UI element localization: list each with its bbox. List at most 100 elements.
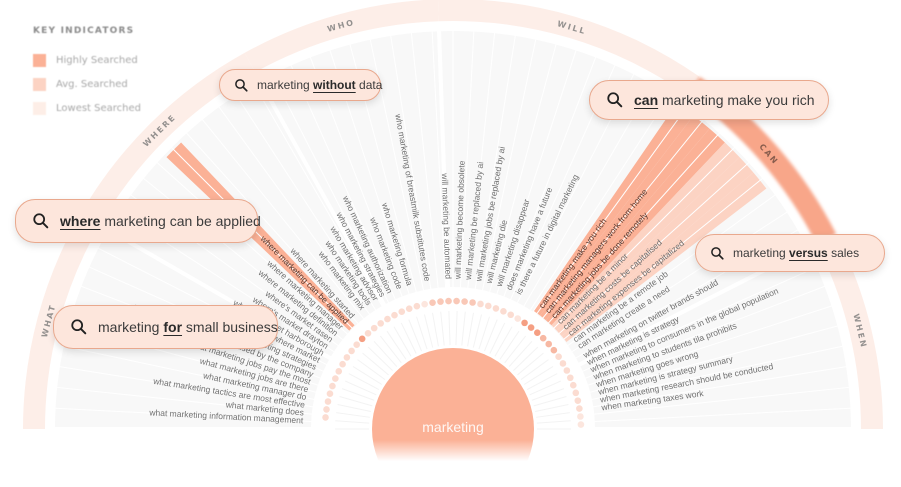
spoke-divider: [534, 105, 689, 317]
halo-line: [472, 314, 483, 348]
volume-dot: [539, 334, 547, 342]
legend-item-low: Lowest Searched: [33, 96, 141, 120]
pill-text-after: small business: [182, 319, 278, 335]
search-pill-where[interactable]: where marketing can be applied: [15, 199, 261, 243]
spoke-divider: [546, 131, 722, 326]
spoke-divider: [459, 29, 475, 290]
halo-line: [362, 352, 389, 376]
volume-dot: [577, 413, 584, 420]
volume-dot: [576, 405, 583, 412]
volume-dot: [437, 298, 444, 305]
volume-dot: [421, 300, 428, 308]
spoke-divider: [61, 345, 317, 401]
pill-text-after: marketing can be applied: [100, 213, 261, 229]
volume-dot: [405, 305, 413, 313]
pill-keyword: for: [163, 319, 183, 335]
category-ring-will[interactable]: [438, 0, 700, 95]
volume-dot: [469, 299, 476, 306]
halo-line: [494, 326, 513, 357]
category-ring-when[interactable]: [816, 233, 883, 429]
volume-dot: [555, 353, 562, 360]
legend-swatch-avg: [33, 77, 46, 91]
pill-text-before: marketing: [257, 78, 314, 92]
spoke-divider: [410, 31, 439, 290]
search-icon: [235, 78, 248, 92]
search-pill-can[interactable]: can marketing make you rich: [589, 80, 829, 120]
spoke-divider: [389, 33, 432, 291]
halo-line: [336, 412, 370, 418]
halo-line: [393, 326, 412, 357]
spoke-query[interactable]: will marketing become obsolete: [452, 160, 466, 280]
halo-line: [461, 311, 466, 346]
search-icon: [33, 213, 49, 229]
legend-label: Avg. Searched: [56, 78, 128, 90]
search-icon: [711, 246, 724, 260]
legend-swatch-low: [33, 101, 46, 115]
halo-line: [533, 395, 567, 407]
volume-dot: [492, 305, 500, 312]
spoke-divider: [184, 131, 360, 326]
volume-dot: [550, 346, 558, 354]
spoke-divider: [488, 42, 558, 294]
volume-dot: [563, 367, 571, 374]
category-ring-what[interactable]: [23, 214, 100, 429]
halo-line: [367, 346, 393, 372]
volume-dot: [339, 360, 346, 368]
volume-dot: [326, 390, 334, 398]
spoke-query[interactable]: will marketing be automated: [440, 172, 454, 279]
volume-dot: [569, 381, 577, 389]
volume-dot: [353, 341, 360, 348]
legend-title: KEY INDICATORS: [33, 26, 135, 36]
volume-dot: [323, 406, 330, 413]
category-ring-where[interactable]: [80, 52, 256, 225]
volume-dot: [391, 311, 398, 319]
volume-dot: [429, 299, 436, 306]
volume-dot: [358, 335, 366, 343]
spoke-divider: [540, 117, 706, 321]
halo-line: [455, 311, 458, 346]
spoke-divider: [155, 160, 350, 336]
volume-dot: [534, 329, 541, 336]
halo-line: [400, 322, 417, 354]
volume-dot: [324, 398, 332, 405]
search-pill-versus[interactable]: marketing versus sales: [695, 234, 885, 272]
volume-dot: [332, 375, 339, 382]
volume-dot: [500, 308, 507, 315]
spoke-divider: [200, 117, 366, 321]
category-ring-who[interactable]: [244, 0, 439, 73]
volume-dot: [477, 300, 484, 308]
spoke-divider: [591, 365, 849, 408]
volume-dot: [370, 324, 378, 332]
spoke-divider: [217, 105, 372, 317]
halo-line: [504, 335, 527, 364]
halo-line: [379, 335, 402, 364]
volume-dot: [559, 360, 567, 367]
halo-line: [536, 412, 570, 418]
halo-line: [531, 388, 565, 401]
halo-line: [508, 340, 533, 367]
spoke-divider: [474, 33, 517, 291]
search-pill-without[interactable]: marketing without data: [219, 69, 382, 101]
search-pill-for[interactable]: marketing for small business: [53, 305, 278, 349]
halo-line: [373, 340, 398, 367]
spoke-divider: [252, 82, 384, 309]
pill-keyword: versus: [789, 246, 828, 260]
halo-line: [517, 352, 544, 376]
volume-dot: [484, 302, 492, 310]
volume-dot: [572, 389, 580, 397]
halo-line: [526, 373, 558, 391]
spoke-divider: [583, 285, 827, 380]
halo-line: [523, 366, 554, 385]
volume-dot: [566, 374, 574, 382]
volume-dot: [507, 311, 515, 319]
search-volume-dots: [322, 297, 585, 430]
pill-text-after: sales: [827, 246, 860, 260]
halo-line: [408, 319, 422, 352]
volume-dot: [398, 308, 406, 316]
spoke-divider: [592, 386, 851, 415]
spoke-divider: [53, 407, 314, 423]
spoke-divider: [431, 29, 447, 290]
spoke-divider: [289, 63, 397, 302]
halo-line: [357, 359, 386, 381]
